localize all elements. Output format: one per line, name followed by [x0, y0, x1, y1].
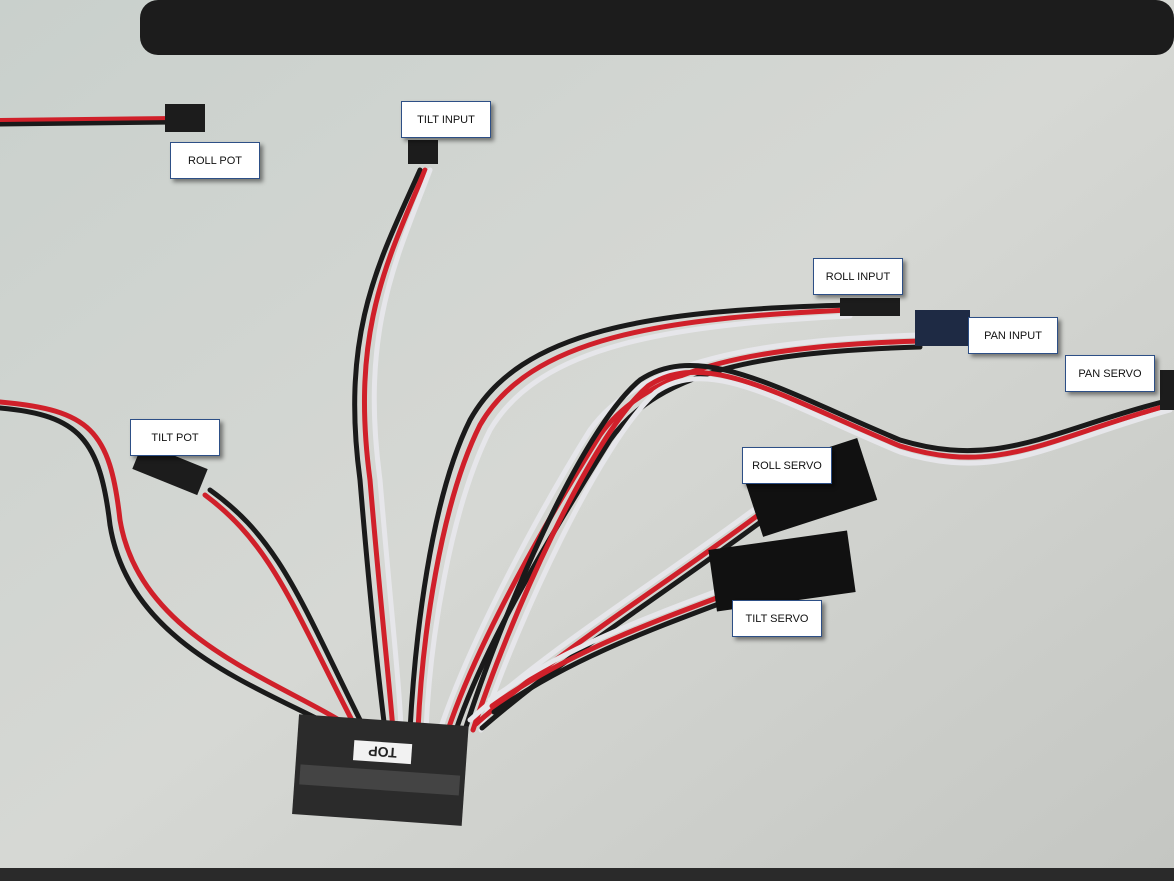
- wire-servos: [467, 502, 773, 731]
- connectors: TOP: [132, 104, 1174, 826]
- pan-input-plug: [915, 310, 970, 346]
- label-roll-servo: ROLL SERVO: [742, 447, 832, 484]
- desk-edge: [0, 868, 1174, 881]
- label-roll-input: ROLL INPUT: [813, 258, 903, 295]
- roll-input-plug: [840, 298, 900, 316]
- label-tilt-input: TILT INPUT: [401, 101, 491, 138]
- wire-tilt-pot: [0, 399, 368, 738]
- label-pan-servo: PAN SERVO: [1065, 355, 1155, 392]
- roll-servo-plug: [743, 438, 878, 537]
- pan-servo-plug: [1160, 370, 1174, 410]
- label-roll-pot: ROLL POT: [170, 142, 260, 179]
- main-header-connector: TOP: [292, 714, 469, 826]
- label-pan-input: PAN INPUT: [968, 317, 1058, 354]
- tilt-input-plug: [408, 140, 438, 164]
- keyboard-edge: [140, 0, 1174, 55]
- wire-pan-servo: [462, 363, 1173, 733]
- roll-pot-plug: [165, 104, 205, 132]
- wires: [0, 116, 1173, 738]
- label-tilt-pot: TILT POT: [130, 419, 220, 456]
- wire-tilt-input: [352, 167, 433, 733]
- connector-top-text: TOP: [368, 743, 398, 761]
- tilt-servo-plug: [708, 530, 856, 612]
- label-tilt-servo: TILT SERVO: [732, 600, 822, 637]
